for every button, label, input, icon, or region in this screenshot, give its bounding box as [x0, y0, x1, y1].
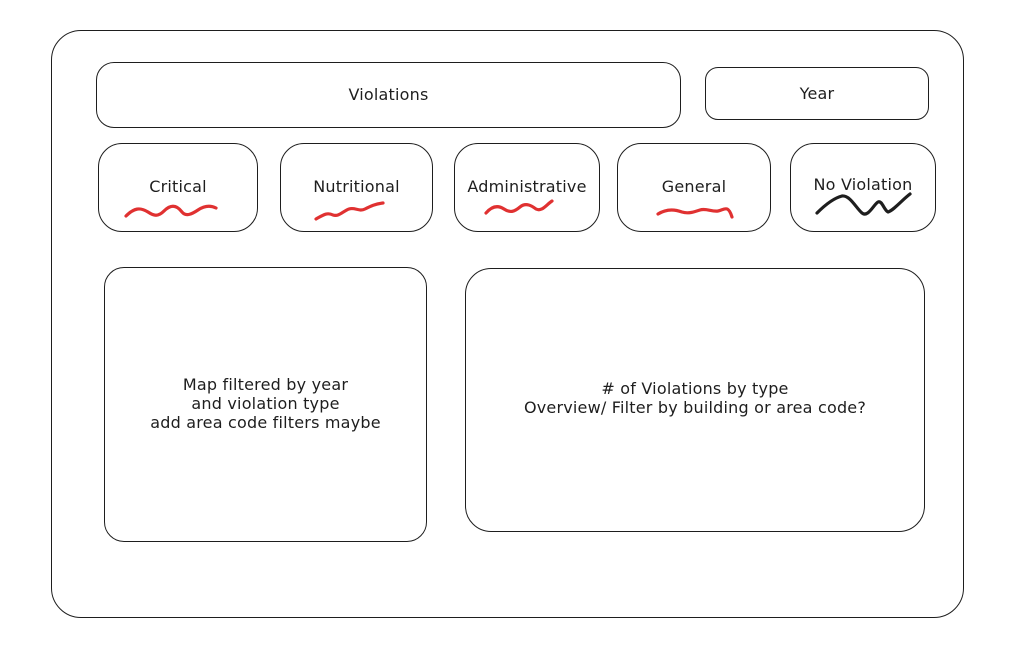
map-caption-line: and violation type	[191, 394, 340, 413]
card-no-violation-label: No Violation	[813, 175, 913, 194]
critical-squiggle-line	[124, 204, 218, 218]
card-nutritional[interactable]	[280, 143, 433, 232]
card-administrative-label: Administrative	[467, 177, 587, 196]
card-general[interactable]	[617, 143, 771, 232]
map-caption-line: Map filtered by year	[182, 375, 349, 394]
no-violation-squiggle-line	[815, 192, 912, 216]
dashboard-frame	[51, 30, 964, 618]
map-panel[interactable]	[104, 267, 427, 542]
general-squiggle-icon	[656, 207, 734, 219]
card-administrative[interactable]	[454, 143, 600, 232]
chart-panel[interactable]	[465, 268, 925, 532]
violations-selector[interactable]	[96, 62, 681, 128]
general-squiggle-line	[656, 207, 734, 219]
critical-squiggle-icon	[124, 204, 218, 218]
map-panel-caption: Map filtered by year and violation type …	[104, 375, 427, 432]
no-violation-squiggle-icon	[815, 192, 912, 216]
chart-caption-line: Overview/ Filter by building or area cod…	[523, 398, 867, 417]
card-nutritional-label: Nutritional	[313, 177, 400, 196]
card-general-label: General	[661, 177, 727, 196]
chart-panel-caption: # of Violations by type Overview/ Filter…	[465, 379, 925, 417]
year-selector[interactable]	[705, 67, 929, 120]
card-critical-label: Critical	[149, 177, 207, 196]
map-caption-line: add area code filters maybe	[150, 413, 381, 432]
card-critical[interactable]	[98, 143, 258, 232]
nutritional-squiggle-icon	[314, 201, 385, 221]
card-no-violation[interactable]	[790, 143, 936, 232]
chart-caption-line: # of Violations by type	[601, 379, 789, 398]
violations-label: Violations	[348, 85, 429, 104]
year-label: Year	[799, 84, 835, 103]
nutritional-squiggle-line	[314, 201, 385, 221]
administrative-squiggle-line	[484, 199, 554, 215]
administrative-squiggle-icon	[484, 199, 554, 215]
